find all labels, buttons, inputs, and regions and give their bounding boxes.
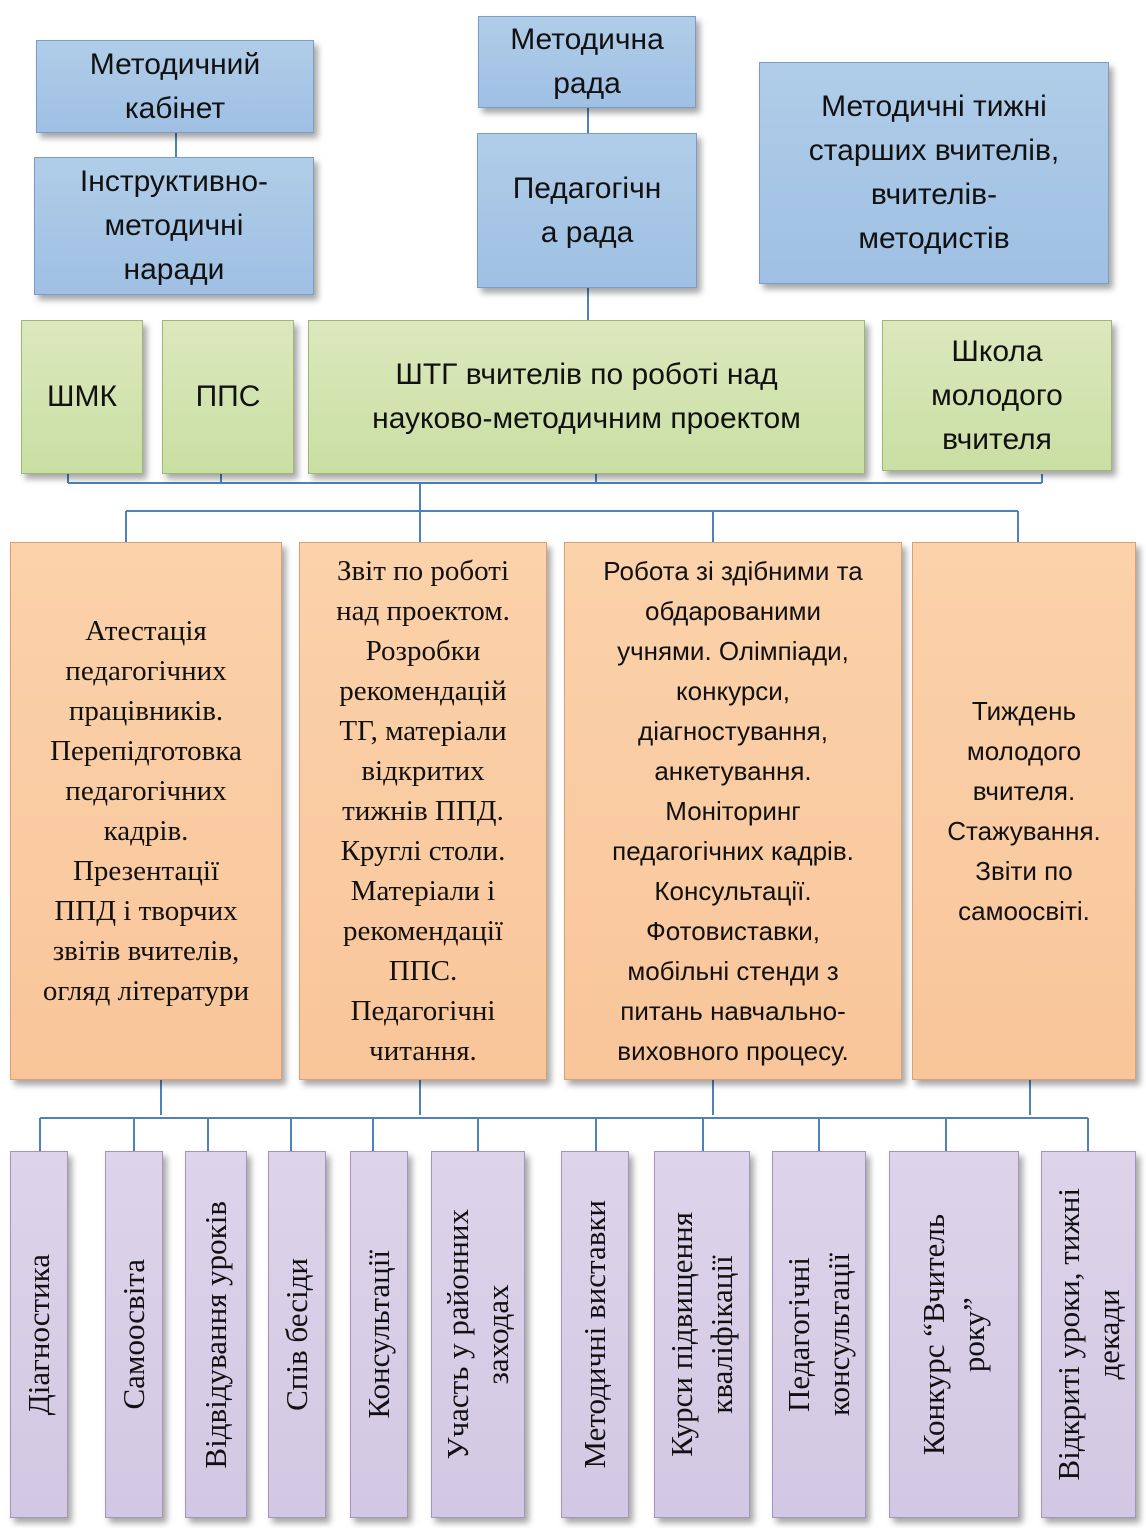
ped-rada-box: Педагогічн а рада	[477, 133, 697, 288]
zvit-box: Звіт по роботі над проектом. Розробки ре…	[299, 542, 547, 1080]
form-box-vystavky: Методичні виставки	[561, 1151, 629, 1518]
form-label-kursy: Курси підвищення кваліфікації	[664, 1212, 739, 1457]
form-label-konsultatsii: Консультації	[361, 1250, 396, 1419]
form-label-samoosvita: Самоосвіта	[116, 1259, 151, 1410]
shtg-box: ШТГ вчителів по роботі над науково-метод…	[308, 320, 865, 474]
pps-label: ППС	[195, 380, 261, 413]
form-label-ped-konsultatsii: Педагогічні консультації	[781, 1253, 856, 1416]
form-box-vidviduvannia: Відвідування уроків	[185, 1151, 247, 1518]
form-box-spivbesidy: Спів бесіди	[268, 1151, 326, 1518]
metod-rada-label: Методична рада	[510, 23, 664, 100]
atestatsiia-label: Атестація педагогічних працівників. Пере…	[42, 615, 250, 1007]
form-box-kursy: Курси підвищення кваліфікації	[654, 1151, 750, 1518]
pps-box: ППС	[162, 320, 294, 474]
form-box-konsultatsii: Консультації	[350, 1151, 408, 1518]
metod-tyzhni-label: Методичні тижні старших вчителів, вчител…	[808, 90, 1060, 255]
form-label-vidkryti: Відкриті уроки, тижні декади	[1050, 1188, 1126, 1481]
robota-label: Робота зі здібними та обдарованими учням…	[603, 556, 863, 1066]
shkola-label: Школа молодого вчителя	[931, 334, 1063, 456]
metod-rada-box: Методична рада	[478, 16, 696, 108]
atestatsiia-box: Атестація педагогічних працівників. Пере…	[10, 542, 282, 1080]
shtg-label: ШТГ вчителів по роботі над науково-метод…	[372, 358, 801, 435]
form-label-vystavky: Методичні виставки	[577, 1200, 612, 1469]
ped-rada-label: Педагогічн а рада	[512, 171, 662, 249]
metod-kabinet-box: Методичний кабінет	[36, 40, 314, 133]
tyzhden-box: Тиждень молодого вчителя. Стажування. Зв…	[912, 542, 1136, 1080]
shmk-box: ШМК	[21, 320, 143, 474]
metod-kabinet-label: Методичний кабінет	[89, 47, 261, 125]
form-label-diagnostyka: Діагностика	[21, 1253, 56, 1416]
robota-box: Робота зі здібними та обдарованими учням…	[564, 542, 902, 1080]
form-box-samoosvita: Самоосвіта	[105, 1151, 163, 1518]
instr-narady-label: Інструктивно- методичні наради	[79, 165, 269, 286]
form-box-uchast: Участь у районних заходах	[431, 1151, 525, 1518]
form-label-vidviduvannia: Відвідування уроків	[198, 1200, 233, 1469]
shmk-label: ШМК	[47, 380, 117, 413]
form-label-konkurs: Конкурс “Вчитель року”	[916, 1213, 991, 1456]
metod-tyzhni-box: Методичні тижні старших вчителів, вчител…	[759, 62, 1109, 284]
form-box-vidkryti: Відкриті уроки, тижні декади	[1041, 1151, 1136, 1518]
tyzhden-label: Тиждень молодого вчителя. Стажування. Зв…	[947, 696, 1101, 926]
form-box-konkurs: Конкурс “Вчитель року”	[889, 1151, 1019, 1518]
form-box-diagnostyka: Діагностика	[10, 1151, 68, 1518]
zvit-label: Звіт по роботі над проектом. Розробки ре…	[336, 555, 510, 1067]
form-box-ped-konsultatsii: Педагогічні консультації	[772, 1151, 866, 1518]
form-label-spivbesidy: Спів бесіди	[279, 1258, 314, 1411]
shkola-box: Школа молодого вчителя	[882, 320, 1112, 471]
form-label-uchast: Участь у районних заходах	[440, 1209, 515, 1460]
instr-narady-box: Інструктивно- методичні наради	[34, 157, 314, 295]
